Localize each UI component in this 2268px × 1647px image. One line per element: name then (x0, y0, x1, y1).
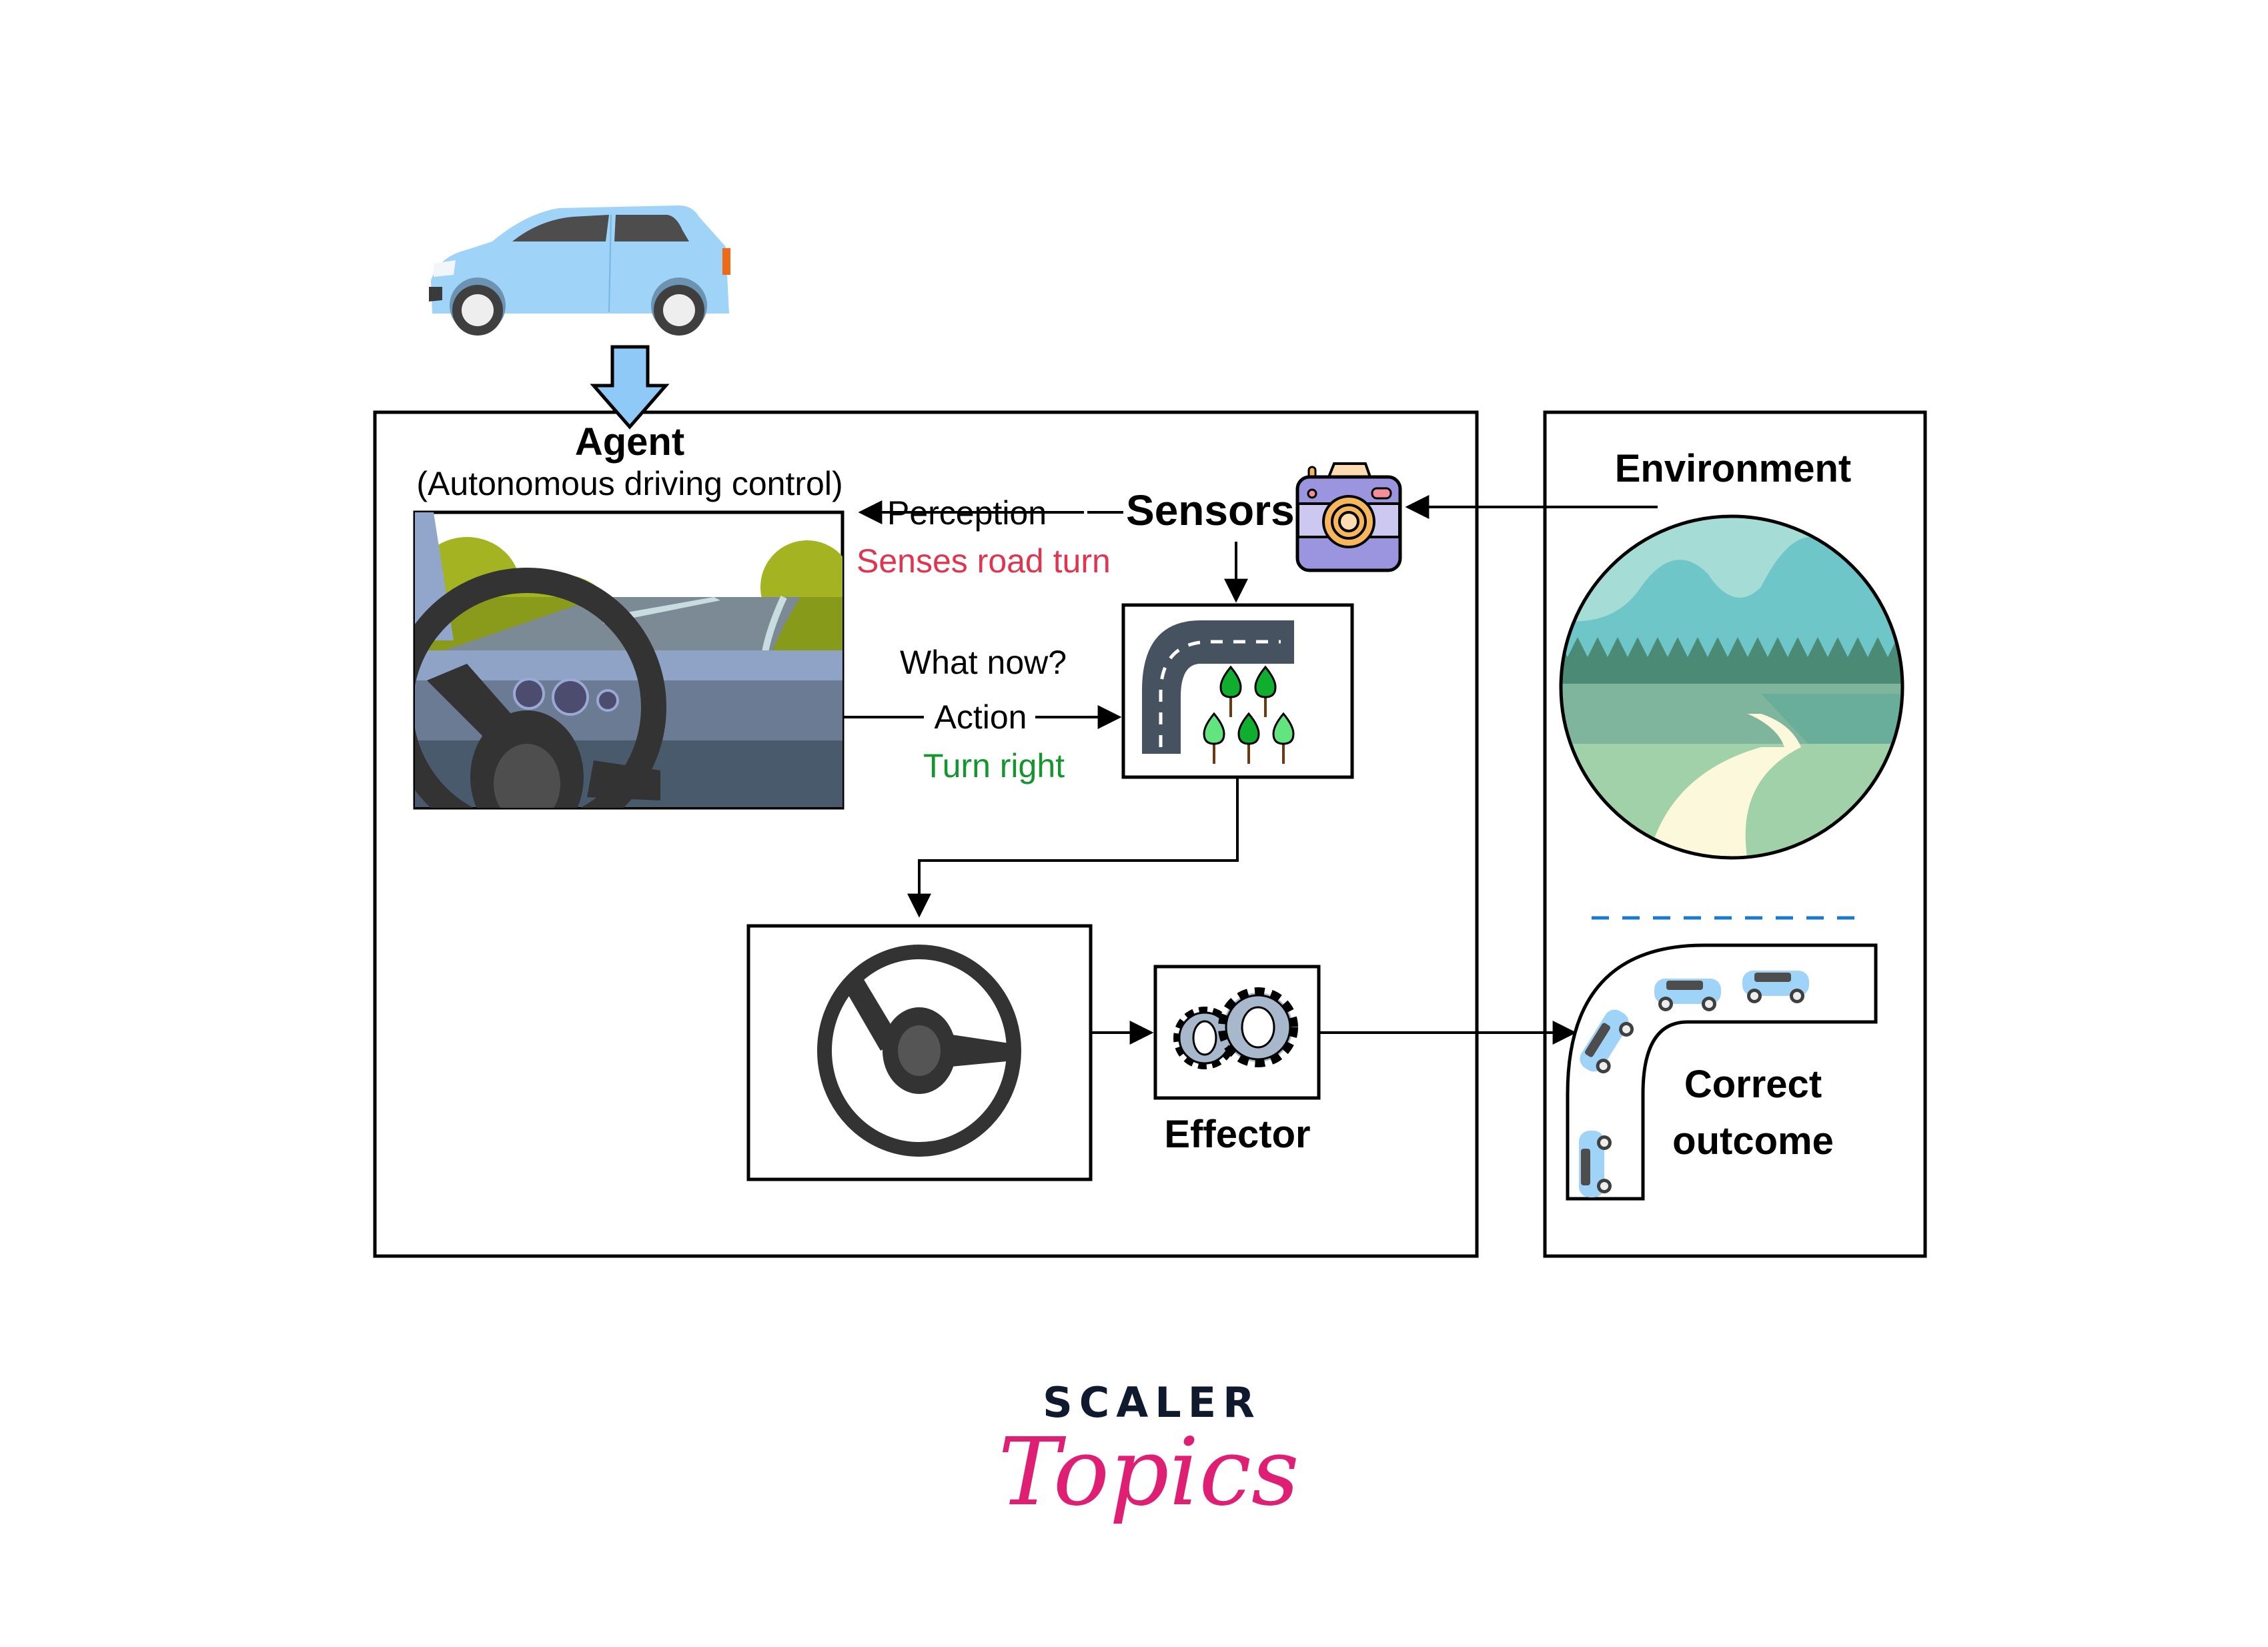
agent-subtitle: (Autonomous driving control) (416, 465, 842, 502)
outcome-line2: outcome (1672, 1119, 1834, 1163)
dashboard-view-icon (413, 510, 844, 810)
effector-label: Effector (1164, 1113, 1310, 1156)
agent-title: Agent (575, 420, 684, 464)
road-curve-icon (1566, 943, 1878, 1201)
car-icon (429, 205, 730, 336)
road-to-steering-connector (907, 777, 1239, 918)
outcome-car (1580, 1009, 1634, 1074)
decision-question: What now? (900, 644, 1067, 681)
gears-icon (1153, 965, 1321, 1100)
logo-topics: Topics (998, 1418, 1299, 1527)
action-label: Action (935, 698, 1027, 736)
outcome-car (1579, 1131, 1612, 1197)
scaler-topics-logo: SCALER Topics (998, 1378, 1299, 1527)
logo-scaler: SCALER (1043, 1378, 1261, 1427)
road-turn-icon (1121, 603, 1354, 779)
perception-label: Perception (887, 494, 1047, 532)
action-note: Turn right (923, 747, 1065, 784)
outcome-car (1654, 979, 1721, 1011)
outcome-line1: Correct (1684, 1063, 1822, 1106)
outcome-car (1742, 971, 1809, 1003)
sensors-label: Sensors (1126, 486, 1295, 534)
steering-wheel-icon (746, 924, 1093, 1181)
landscape-icon (1559, 514, 1904, 860)
camera-icon (1295, 462, 1402, 572)
perception-note: Senses road turn (857, 542, 1111, 580)
environment-title: Environment (1615, 447, 1852, 490)
